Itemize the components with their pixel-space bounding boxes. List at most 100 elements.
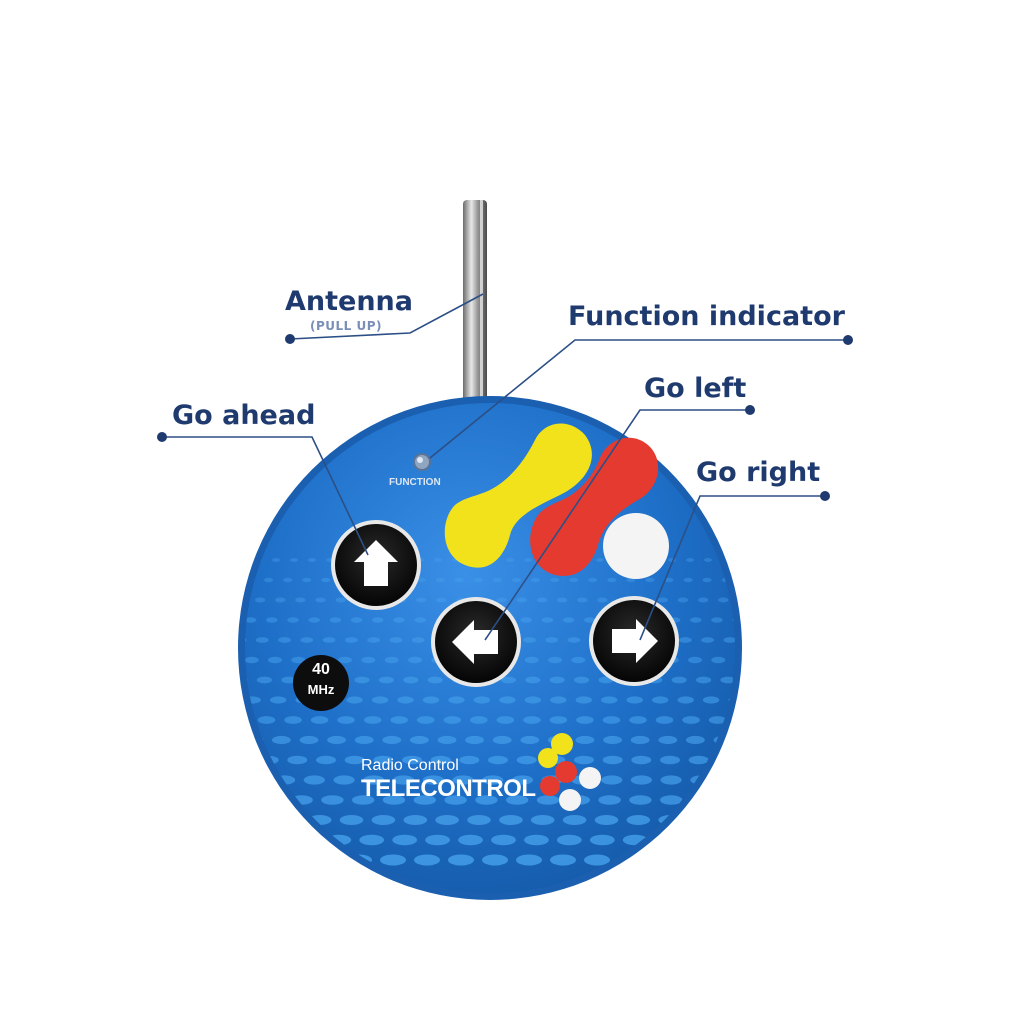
pattern-dot [465,735,484,745]
pattern-dot [571,656,586,664]
go-right-button[interactable] [589,596,679,686]
pattern-dot [245,834,253,846]
pattern-dot [390,716,409,724]
pattern-dot [657,597,668,603]
pattern-dot [645,577,655,583]
pattern-dot [416,716,435,724]
pattern-dot [372,617,384,623]
pattern-dot [384,656,399,664]
pattern-dot [435,577,445,583]
antenna-rod[interactable] [463,200,487,412]
pattern-dot [291,656,306,664]
pattern-dot [577,597,588,603]
pattern-dot [316,755,336,765]
pattern-dot [523,637,536,643]
pattern-dot [256,676,272,684]
pattern-dot [567,637,581,643]
pattern-dot [708,716,727,724]
leader-dots [157,334,853,501]
pattern-dot [584,854,610,866]
pattern-dot [245,656,259,664]
pattern-dot [352,795,375,805]
pattern-dot [245,755,250,765]
pattern-dot [520,617,532,623]
pattern-dot [359,834,385,846]
pattern-dot [626,577,636,583]
pattern-dot [344,755,365,765]
pattern-dot [718,597,729,603]
pattern-dot [500,676,516,684]
pattern-dot [283,577,293,583]
pattern-dot [321,577,331,583]
pattern-dot [278,637,291,643]
pattern-dot [696,676,712,684]
pattern-dot [584,617,596,623]
pattern-dot [403,815,428,825]
pattern-dot [416,577,426,583]
pattern-dot [257,716,276,724]
pattern-dot [574,676,590,684]
pattern-dot [549,716,568,724]
pattern-dot [575,696,592,704]
pattern-dot [530,815,555,825]
pattern-dot [322,637,336,643]
pattern-dot [602,716,621,724]
pattern-dot [475,795,498,805]
pattern-dot [677,597,689,603]
pattern-dot [525,676,541,684]
go-left-label: Go left [644,373,747,404]
pattern-dot [255,637,269,643]
pattern-dot [287,755,308,765]
pattern-dot [652,854,678,866]
pattern-dot [448,854,474,866]
pattern-dot [541,617,554,623]
go-left-button[interactable] [431,597,521,687]
brand-logo-small [538,733,601,811]
pattern-dot [556,597,568,603]
pattern-dot [530,577,541,583]
pattern-dot [272,735,291,745]
pattern-dot [523,716,541,724]
pattern-dot [427,676,443,684]
pattern-dot [660,775,682,785]
led-highlight [417,457,423,463]
pattern-dot [299,735,319,745]
pattern-dot [550,854,576,866]
pattern-dot [482,854,508,866]
arrow-left-icon [452,620,498,664]
pattern-dot [454,577,464,583]
pattern-dot [354,676,370,684]
pattern-dot [354,735,374,745]
pattern-dot [556,834,582,846]
pattern-dot [655,834,681,846]
pattern-dot [492,735,512,745]
pattern-dot [275,597,286,603]
frequency-badge [293,655,349,711]
function-led-label: FUNCTION [389,477,441,488]
pattern-dot [702,696,720,704]
pattern-dot [473,577,483,583]
arrow-up-icon [354,540,398,586]
go-ahead-button[interactable] [331,520,421,610]
pattern-dot [630,735,650,745]
pattern-dot [711,617,723,623]
pattern-dot [321,795,344,805]
pattern-dot [436,597,447,603]
logo-shapes [444,423,669,579]
pattern-dot [459,755,480,765]
pattern-dot [435,815,459,825]
pattern-dot [245,815,268,825]
pattern-dot [310,716,329,724]
pattern-dot [315,597,326,603]
pattern-dot [686,735,705,745]
pattern-dot [496,597,507,603]
brand-line-1: Radio Control [361,757,459,774]
brand-line-2: TELECONTROL [361,775,536,802]
pattern-dot [335,597,346,603]
pattern-dot [723,637,735,643]
pattern-dot [688,834,714,846]
pattern-dot [397,696,414,704]
pattern-dot [588,577,598,583]
pattern-dot [717,755,735,765]
pattern-dot [603,735,622,745]
